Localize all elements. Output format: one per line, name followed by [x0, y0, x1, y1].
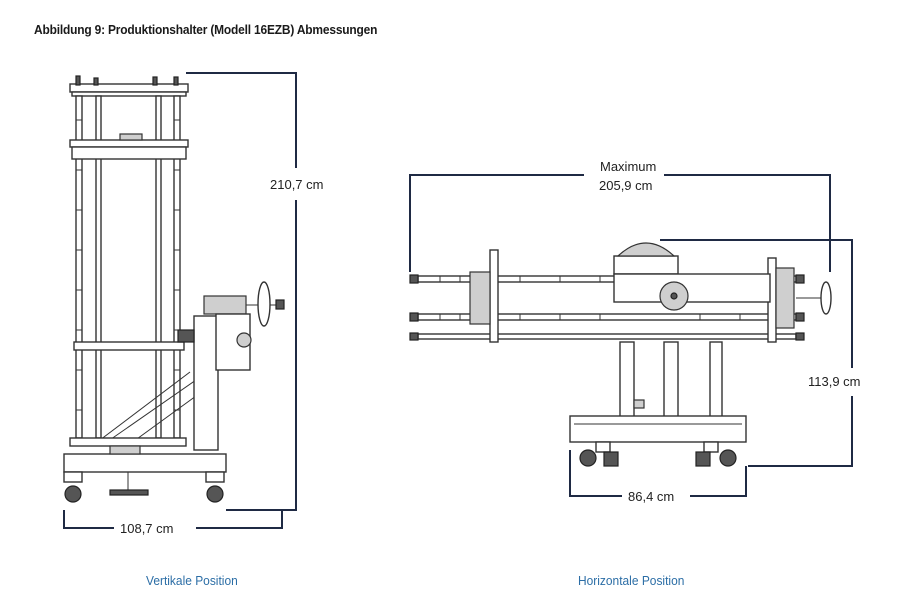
- vertical-stand-drawing: [63, 75, 285, 503]
- horizontal-width-dimension-line: [569, 450, 622, 497]
- vertical-width-dimension-line: [63, 510, 114, 529]
- horizontal-length-label: 205,9 cm: [599, 178, 652, 193]
- horizontal-height-label: 113,9 cm: [808, 374, 861, 389]
- vertical-height-label: 210,7 cm: [270, 177, 323, 192]
- horizontal-max-label: Maximum: [600, 159, 656, 174]
- horizontal-position-caption: Horizontale Position: [578, 573, 685, 588]
- horizontal-stand-drawing: [409, 242, 832, 467]
- vertical-position-caption: Vertikale Position: [146, 573, 238, 588]
- horizontal-height-dimension-line: [660, 239, 853, 368]
- horizontal-width-label: 86,4 cm: [628, 489, 674, 504]
- horizontal-length-dimension-line: [409, 174, 584, 272]
- vertical-height-dimension-line: [186, 72, 297, 168]
- figure-title: Abbildung 9: Produktionshalter (Modell 1…: [34, 22, 378, 37]
- vertical-width-label: 108,7 cm: [120, 521, 173, 536]
